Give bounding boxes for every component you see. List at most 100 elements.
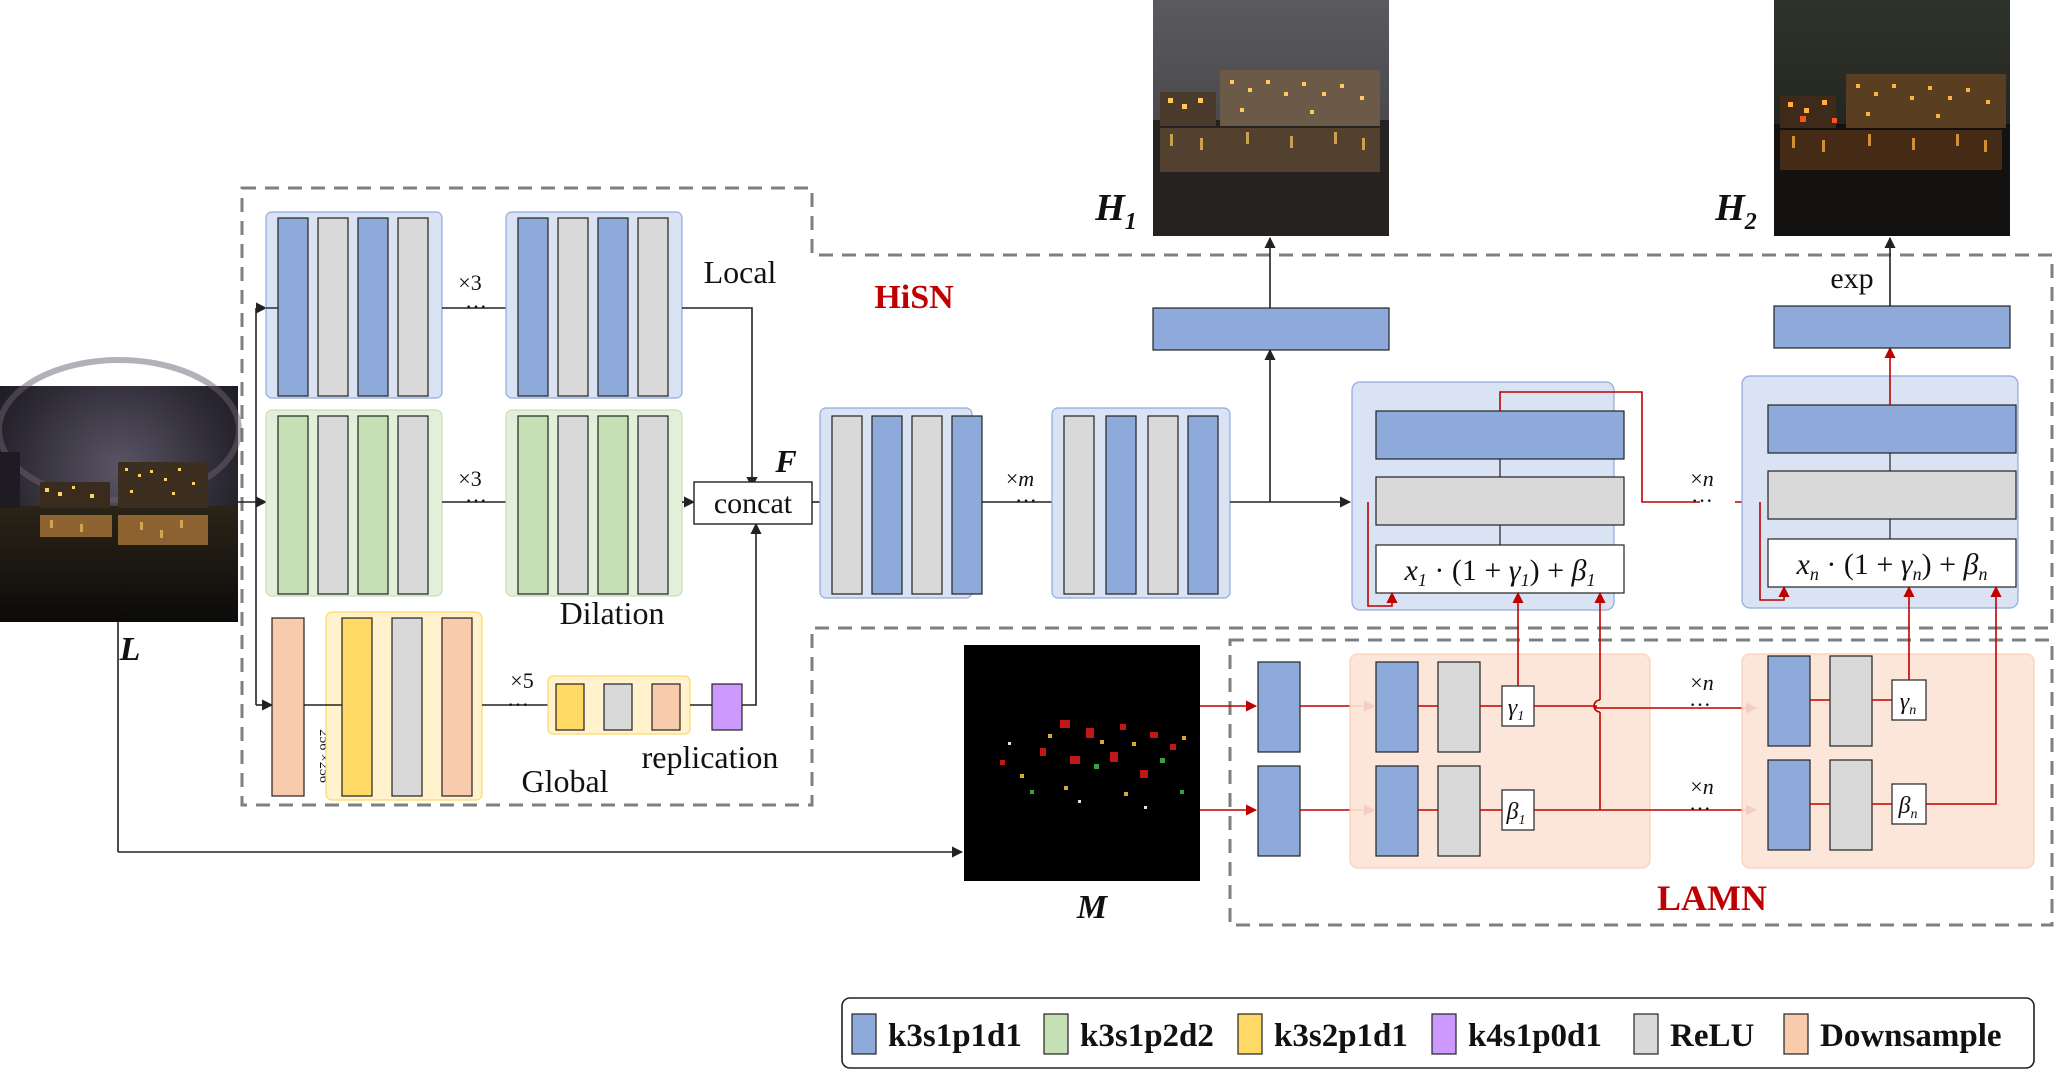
mask-image [964,645,1200,881]
lamn-conv-block [1767,655,1811,747]
repeat-dilation: ×3 [458,466,481,491]
lamn-relu-block [1829,655,1873,747]
replication-label: replication [642,739,779,775]
relu-block [317,217,349,397]
downsample-block [271,617,305,797]
legend-swatch-relu [1633,1013,1659,1055]
dilated-conv-block [597,415,629,595]
affine-block-1 [1375,544,1625,594]
relu-block [1147,415,1179,595]
legend-label-k3s1p1d1: k3s1p1d1 [888,1018,1022,1054]
conv-block [517,217,549,397]
lamn-label: LAMN [1657,878,1767,918]
mod-relu-block [1767,470,2017,520]
relu-block [1063,415,1095,595]
gamma-1-label: γ1 [1508,695,1524,724]
repeat-n-lamn-top: ×n [1690,670,1713,695]
lamn-relu-block [1829,759,1873,851]
input-image [0,357,242,622]
conv-block [1105,415,1137,595]
concat-block [693,481,813,525]
dilation-branch: ×3 ··· [265,409,683,597]
repeat-n: ×n [1690,466,1713,491]
dilated-conv-block [517,415,549,595]
feature-label: F [774,443,796,479]
relu-block [397,415,429,595]
lamn-relu-block [1437,765,1481,857]
conv-block [277,217,309,397]
downsample-block [651,683,681,731]
strided-conv-block [341,617,373,797]
conv-block [951,415,983,595]
input-connectors [117,302,964,858]
beta-n-label: βn [1898,793,1918,822]
repeat-local: ×3 [458,270,481,295]
legend-label-k3s1p2d2: k3s1p2d2 [1080,1018,1214,1054]
relu-block [603,683,633,731]
legend-label-relu: ReLU [1670,1018,1754,1054]
affine-formula-1: x1 · (1 + γ1) + β1 [1404,554,1596,590]
output-image-h1 [1153,0,1389,236]
relu-block [557,217,589,397]
input-label: L [119,631,141,668]
relu-block [557,415,589,595]
output-image-h2 [1774,0,2010,236]
legend-swatch-k3s1p1d1 [851,1013,877,1055]
ellipsis: ··· [465,488,487,513]
legend-label-downsample: Downsample [1820,1018,2002,1054]
beta-1-label: β1 [1506,799,1526,828]
output-label-h2: H2 [1714,187,1757,235]
legend-swatch-k3s2p1d1 [1237,1013,1263,1055]
affine-formula-n: xn · (1 + γn) + βn [1796,548,1988,584]
dilated-conv-block [277,415,309,595]
affine-block-n [1767,538,2017,588]
downsample-block [441,617,473,797]
lamn-network [1200,585,2035,869]
local-branch: ×3 ··· [265,211,683,399]
ellipsis: ··· [1015,488,1037,513]
lamn-conv-block [1767,759,1811,851]
output-label-h1: H1 [1094,187,1137,235]
repeat-n-lamn-bottom: ×n [1690,774,1713,799]
gamma-n-label: γn [1900,689,1916,718]
conv-block [357,217,389,397]
dilated-conv-block [357,415,389,595]
output-conv-1 [1152,307,1390,351]
residual-stack: ×m ··· [819,407,1231,599]
global-label: Global [521,763,608,799]
ellipsis: ··· [1689,692,1711,717]
relu-block [637,217,669,397]
legend-swatch-downsample [1783,1013,1809,1055]
mod-conv-block [1767,404,2017,454]
legend-swatch-k4s1p0d1 [1431,1013,1457,1055]
local-label: Local [704,254,777,290]
strided-conv-block [555,683,585,731]
fc-conv-block [711,683,743,731]
lamn-conv-block [1375,661,1419,753]
legend-label-k4s1p0d1: k4s1p0d1 [1468,1018,1602,1054]
repeat-global: ×5 [510,668,533,693]
conv-block [871,415,903,595]
ellipsis: ··· [1689,796,1711,821]
legend-swatch-k3s1p2d2 [1043,1013,1069,1055]
global-branch: 256 ×256 ×5 ··· [271,611,743,801]
red-skip-1 [1367,391,1700,607]
lamn-region-outline [1228,638,2054,927]
trunk-connectors [1230,236,1352,508]
ellipsis: ··· [465,294,487,319]
lamn-conv-top [1257,661,1301,753]
dilation-label: Dilation [560,595,665,631]
concat-label: concat [714,487,793,520]
relu-block [391,617,423,797]
relu-block [397,217,429,397]
relu-block [317,415,349,595]
lamn-conv-block [1375,765,1419,857]
mask-label: M [1076,889,1109,926]
repeat-m: ×m [1006,466,1034,491]
relu-block [637,415,669,595]
conv-block [1187,415,1219,595]
relu-block [911,415,943,595]
ellipsis: ··· [1691,488,1713,513]
